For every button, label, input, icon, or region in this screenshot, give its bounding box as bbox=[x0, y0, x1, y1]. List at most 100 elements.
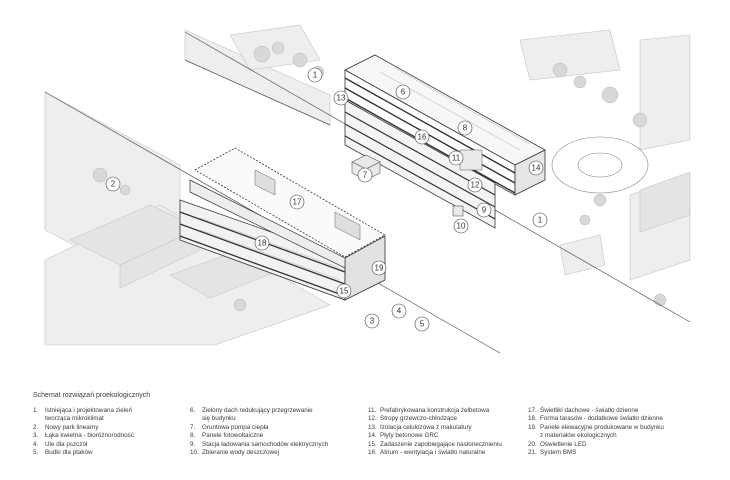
callout-1a: 1 bbox=[307, 67, 323, 83]
legend-item: 10.Zbieranie wody deszczowej bbox=[190, 449, 328, 457]
svg-text:4: 4 bbox=[397, 307, 402, 316]
legend-text: Panele elewacyjne produkowane w budynku … bbox=[540, 423, 664, 440]
legend-item: 14.Płyty betonowe GRC bbox=[368, 432, 502, 440]
legend-number: 19. bbox=[528, 423, 537, 431]
legend-text: Ule dla pszczół bbox=[45, 440, 88, 448]
legend-number: 18. bbox=[528, 415, 537, 423]
legend-number: 7. bbox=[190, 423, 196, 431]
legend-text: Stacja ładowania samochodów elektrycznyc… bbox=[202, 440, 329, 448]
legend-item: 13.Izolacja celulozowa z makulatury bbox=[368, 424, 502, 432]
callout-16: 16 bbox=[414, 129, 430, 145]
callout-13: 13 bbox=[333, 90, 349, 106]
legend-number: 15. bbox=[368, 440, 377, 448]
legend-text: System BMS bbox=[540, 449, 577, 457]
legend-column-2: 6.Zielony dach redukujący przegrzewanie … bbox=[190, 407, 328, 457]
svg-text:1: 1 bbox=[538, 216, 543, 225]
callout-9: 9 bbox=[476, 202, 492, 218]
callout-11: 11 bbox=[448, 150, 464, 166]
svg-text:9: 9 bbox=[482, 206, 487, 215]
legend-text: Atrium - wentylacja i światło naturalne bbox=[380, 449, 486, 457]
legend-number: 3. bbox=[33, 432, 39, 440]
roundabout bbox=[551, 136, 649, 194]
svg-text:3: 3 bbox=[370, 317, 375, 326]
legend-item: 4.Ule dla pszczół bbox=[33, 441, 134, 449]
legend-item: 11.Prefabrykowana konstrukcja żelbetowa bbox=[368, 407, 502, 415]
svg-text:6: 6 bbox=[401, 88, 406, 97]
legend-number: 8. bbox=[190, 432, 196, 440]
callout-1b: 1 bbox=[532, 212, 548, 228]
callouts: 1 1 2 3 4 5 6 7 8 9 10 11 12 13 14 15 16… bbox=[105, 67, 548, 332]
legend-number: 20. bbox=[528, 440, 537, 448]
legend-number: 12. bbox=[368, 415, 377, 423]
legend-text: Nowy park linearny bbox=[45, 423, 99, 431]
callout-5: 5 bbox=[414, 316, 430, 332]
legend-text: Gruntowa pompa ciepła bbox=[202, 423, 269, 431]
legend-column-1: 1. Istniejąca i projektowana zieleń tworz… bbox=[33, 407, 134, 457]
svg-text:1: 1 bbox=[313, 71, 318, 80]
legend-text: Oświetlenie LED bbox=[540, 440, 587, 448]
legend-item: 21.System BMS bbox=[528, 449, 664, 457]
svg-text:2: 2 bbox=[111, 180, 116, 189]
callout-19: 19 bbox=[371, 260, 387, 276]
svg-text:7: 7 bbox=[363, 171, 368, 180]
legend-number: 11. bbox=[368, 407, 377, 414]
legend-item: 2. Nowy park linearny bbox=[33, 424, 134, 432]
legend-item: 12.Stropy grzewczo-chłodzące bbox=[368, 415, 502, 423]
callout-6: 6 bbox=[395, 84, 411, 100]
svg-text:17: 17 bbox=[293, 198, 302, 207]
building-east bbox=[344, 54, 546, 229]
legend-item: 20.Oświetlenie LED bbox=[528, 441, 664, 449]
legend-item: 16.Atrium - wentylacja i światło natural… bbox=[368, 449, 502, 457]
legend-number: 5. bbox=[33, 449, 39, 457]
legend-number: 13. bbox=[368, 423, 377, 431]
legend-item: 17.Świetliki dachowe - światło dzienne bbox=[528, 407, 664, 415]
legend-item: 19.Panele elewacyjne produkowane w budyn… bbox=[528, 424, 664, 441]
legend-text: Panele fotowoltaiczne bbox=[202, 432, 264, 440]
legend-item: 1. Istniejąca i projektowana zieleń tworz… bbox=[33, 407, 134, 424]
legend-text: Stropy grzewczo-chłodzące bbox=[380, 415, 457, 423]
svg-text:16: 16 bbox=[418, 133, 427, 142]
legend-text: Forma tarasów - dodatkowe światło dzienn… bbox=[540, 415, 663, 423]
callout-4: 4 bbox=[391, 303, 407, 319]
legend-item: 3. Łąka kwietna - bioróżnorodność bbox=[33, 432, 134, 440]
callout-3: 3 bbox=[364, 313, 380, 329]
axonometric-site-drawing: 1 1 2 3 4 5 6 7 8 9 10 11 12 13 14 15 16… bbox=[44, 24, 691, 354]
legend-text: Budki dla ptaków bbox=[45, 449, 93, 457]
svg-text:10: 10 bbox=[457, 222, 466, 231]
callout-8: 8 bbox=[457, 120, 473, 136]
callout-12: 12 bbox=[467, 177, 483, 193]
svg-text:8: 8 bbox=[463, 124, 468, 133]
legend-title: Schemat rozwiązań proekologicznych bbox=[33, 392, 151, 399]
legend-item: 15.Zadaszenie zapobiegające nasłonecznie… bbox=[368, 441, 502, 449]
legend-text: Płyty betonowe GRC bbox=[380, 432, 439, 440]
legend-number: 16. bbox=[368, 449, 377, 457]
svg-text:18: 18 bbox=[258, 239, 267, 248]
svg-text:14: 14 bbox=[532, 164, 541, 173]
legend-number: 6. bbox=[190, 407, 196, 414]
callout-2: 2 bbox=[105, 176, 121, 192]
legend-text: Łąka kwietna - bioróżnorodność bbox=[45, 432, 134, 440]
legend-item: 18.Forma tarasów - dodatkowe światło dzi… bbox=[528, 415, 664, 423]
legend-number: 1. bbox=[33, 407, 39, 414]
callout-14: 14 bbox=[528, 160, 544, 176]
legend-item: 7. Gruntowa pompa ciepła bbox=[190, 424, 328, 432]
callout-7: 7 bbox=[357, 167, 373, 183]
callout-10: 10 bbox=[453, 218, 469, 234]
svg-text:13: 13 bbox=[337, 94, 346, 103]
legend-text: Istniejąca i projektowana zieleń tworząc… bbox=[45, 407, 133, 423]
legend-number: 2. bbox=[33, 423, 39, 431]
svg-text:15: 15 bbox=[340, 287, 349, 296]
legend-text: Zadaszenie zapobiegające nasłonecznieniu bbox=[380, 440, 502, 448]
callout-15: 15 bbox=[336, 283, 352, 299]
legend-item: 6.Zielony dach redukujący przegrzewanie … bbox=[190, 407, 328, 424]
legend-text: Izolacja celulozowa z makulatury bbox=[380, 423, 472, 431]
legend-number: 10. bbox=[190, 449, 199, 457]
svg-text:5: 5 bbox=[420, 320, 425, 329]
legend-text: Prefabrykowana konstrukcja żelbetowa bbox=[380, 407, 490, 414]
legend-text: Zbieranie wody deszczowej bbox=[202, 449, 279, 457]
legend-item: 5. Budki dla ptaków bbox=[33, 449, 134, 457]
legend-text: Świetliki dachowe - światło dzienne bbox=[540, 407, 639, 414]
svg-text:19: 19 bbox=[375, 264, 384, 273]
legend-number: 9. bbox=[190, 440, 196, 448]
legend-number: 17. bbox=[528, 407, 537, 414]
